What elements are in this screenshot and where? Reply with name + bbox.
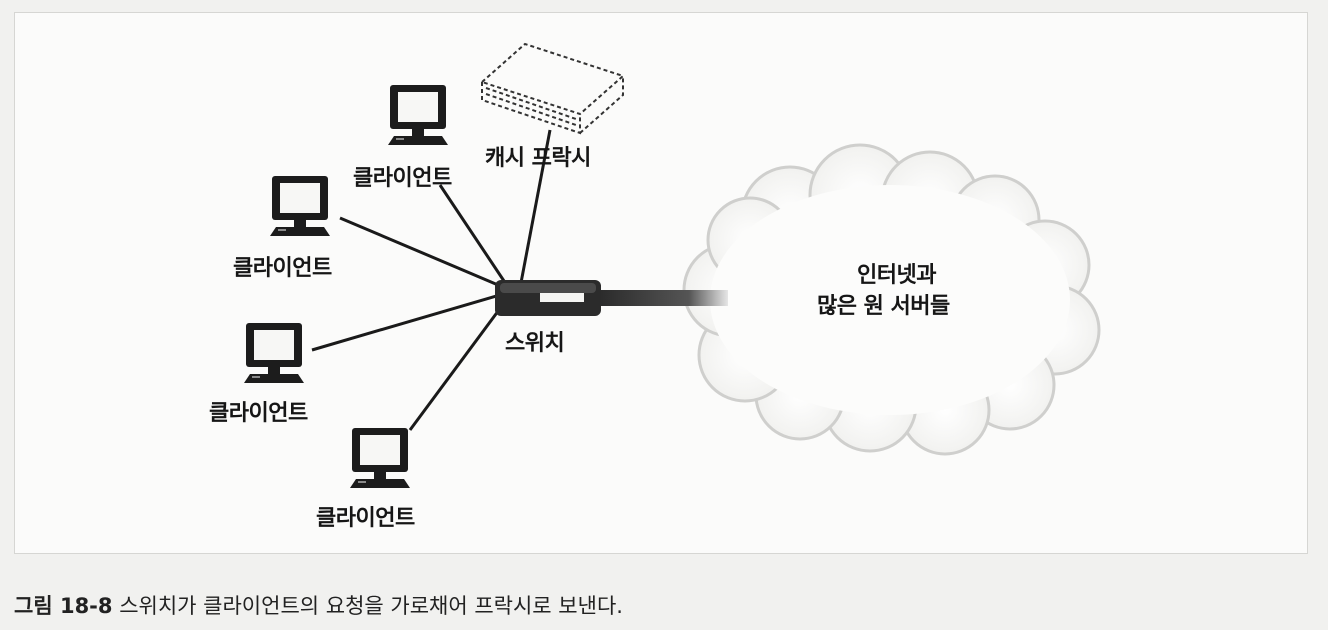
client-3-label: 클라이언트 [209,401,308,426]
internet-label-line1: 인터넷과 [857,263,936,288]
figure-panel [14,12,1308,554]
uplink-cable [598,290,728,306]
client-1-label: 클라이언트 [353,166,452,191]
link-client-4 [408,294,512,431]
link-cache-proxy [518,129,552,289]
internet-label-line2: 많은 원 서버들 [817,294,950,319]
cache-proxy-icon [480,42,625,135]
caption-text: 스위치가 클라이언트의 요청을 가로채어 프락시로 보낸다. [119,594,623,618]
figure-caption: 그림 18-8 스위치가 클라이언트의 요청을 가로채어 프락시로 보낸다. [14,590,623,620]
client-2-label: 클라이언트 [233,256,332,281]
link-client-3 [311,290,511,352]
client-2-monitor-icon [270,176,330,236]
client-4-monitor-icon [350,428,410,488]
client-3-monitor-icon [244,323,304,383]
switch-icon [495,280,601,316]
internet-cloud [682,143,1101,456]
switch-label: 스위치 [505,331,565,356]
client-4-label: 클라이언트 [316,506,415,531]
cache-proxy-label: 캐시 프락시 [485,146,591,171]
client-1-monitor-icon [388,85,448,145]
link-client-1 [438,184,512,291]
figure-number: 그림 18-8 [14,594,113,618]
link-client-2 [339,216,511,292]
